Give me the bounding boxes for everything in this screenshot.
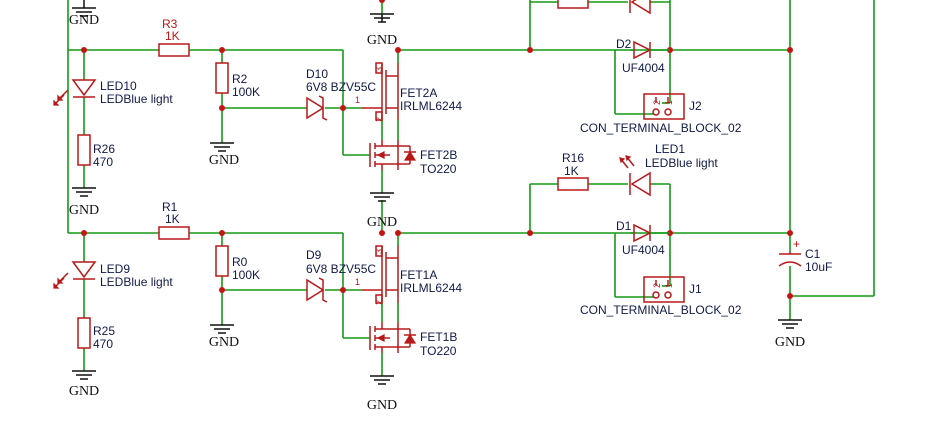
svg-text:6V8 BZV55C: 6V8 BZV55C bbox=[306, 80, 376, 94]
zener-d10[interactable]: D10 6V8 BZV55C bbox=[306, 67, 376, 121]
svg-text:FET2B: FET2B bbox=[420, 148, 457, 162]
resistor-r0[interactable]: R0 100K bbox=[215, 245, 260, 282]
svg-text:2: 2 bbox=[374, 117, 384, 122]
svg-text:CON_TERMINAL_BLOCK_02: CON_TERMINAL_BLOCK_02 bbox=[580, 121, 742, 135]
gnd-label-fet2b: GND bbox=[367, 215, 397, 230]
svg-text:470: 470 bbox=[93, 155, 113, 169]
diode-d2[interactable]: D2 UF4004 bbox=[615, 37, 670, 75]
led10[interactable]: LED10 LEDBlue light bbox=[53, 79, 173, 106]
gnd-label-led10: GND bbox=[69, 203, 99, 218]
svg-text:100K: 100K bbox=[232, 268, 260, 282]
svg-text:D9: D9 bbox=[306, 248, 322, 262]
gnd-label-fet1b: GND bbox=[367, 398, 397, 413]
mosfet-fet1a[interactable]: 1 3 2 FET1A IRLML6244 bbox=[355, 245, 462, 305]
gnd-label-top-left: GND bbox=[69, 13, 99, 28]
svg-text:IRLML6244: IRLML6244 bbox=[400, 99, 462, 113]
svg-text:FET1A: FET1A bbox=[400, 268, 437, 282]
gnd-label-r0: GND bbox=[209, 335, 239, 350]
svg-text:J2: J2 bbox=[689, 99, 702, 113]
svg-text:LEDBlue light: LEDBlue light bbox=[100, 275, 173, 289]
svg-text:D1: D1 bbox=[616, 219, 632, 233]
svg-text:10uF: 10uF bbox=[805, 260, 832, 274]
svg-text:R26: R26 bbox=[93, 142, 115, 156]
svg-text:6V8 BZV55C: 6V8 BZV55C bbox=[306, 262, 376, 276]
svg-text:FET2A: FET2A bbox=[400, 86, 437, 100]
ground-symbols: GND GND GND GND GND GND GND GND GND bbox=[69, 0, 805, 413]
capacitor-c1[interactable]: + C1 10uF bbox=[778, 237, 832, 274]
gnd-label-top-fet: GND bbox=[367, 33, 397, 48]
svg-text:+: + bbox=[793, 237, 800, 251]
resistor-r2[interactable]: R2 100K bbox=[215, 62, 260, 99]
svg-text:CON_TERMINAL_BLOCK_02: CON_TERMINAL_BLOCK_02 bbox=[580, 303, 742, 317]
svg-text:J1: J1 bbox=[689, 282, 702, 296]
resistor-r3[interactable]: R3 1K bbox=[158, 17, 190, 57]
svg-text:1: 1 bbox=[664, 283, 674, 288]
svg-text:1: 1 bbox=[664, 100, 674, 105]
svg-text:1: 1 bbox=[355, 277, 360, 287]
terminal-block-j2[interactable]: 2 1 J2 CON_TERMINAL_BLOCK_02 bbox=[580, 93, 742, 135]
gnd-label-led9: GND bbox=[69, 384, 99, 399]
gnd-label-r2: GND bbox=[209, 153, 239, 168]
resistor-r16[interactable]: R16 1K bbox=[557, 151, 589, 191]
svg-text:LED10: LED10 bbox=[100, 79, 137, 93]
svg-text:D10: D10 bbox=[306, 67, 328, 81]
svg-text:LED9: LED9 bbox=[100, 262, 130, 276]
svg-text:3: 3 bbox=[374, 249, 384, 254]
diode-d1[interactable]: D1 UF4004 bbox=[615, 219, 670, 257]
svg-text:R0: R0 bbox=[232, 255, 248, 269]
led9[interactable]: LED9 LEDBlue light bbox=[53, 261, 173, 289]
svg-text:LEDBlue light: LEDBlue light bbox=[100, 92, 173, 106]
svg-text:FET1B: FET1B bbox=[420, 330, 457, 344]
svg-text:R16: R16 bbox=[562, 151, 584, 165]
svg-text:100K: 100K bbox=[232, 85, 260, 99]
svg-text:1K: 1K bbox=[165, 212, 180, 226]
gnd-label-c1: GND bbox=[775, 335, 805, 350]
svg-text:R2: R2 bbox=[232, 72, 248, 86]
svg-text:UF4004: UF4004 bbox=[622, 61, 665, 75]
svg-text:R3: R3 bbox=[162, 17, 178, 31]
svg-text:2: 2 bbox=[652, 100, 662, 105]
svg-text:2: 2 bbox=[652, 283, 662, 288]
mosfet-fet2a[interactable]: 1 3 2 FET2A IRLML6244 bbox=[355, 62, 462, 122]
svg-text:LED1: LED1 bbox=[655, 142, 685, 156]
led-top-partial[interactable] bbox=[629, 0, 651, 15]
svg-text:1: 1 bbox=[355, 95, 360, 105]
svg-text:D2: D2 bbox=[616, 37, 632, 51]
svg-text:R25: R25 bbox=[93, 324, 115, 338]
terminal-block-j1[interactable]: 2 1 J1 CON_TERMINAL_BLOCK_02 bbox=[580, 276, 742, 317]
mosfet-fet2b[interactable]: FET2B TO220 bbox=[369, 140, 457, 176]
resistor-top-partial[interactable] bbox=[557, 0, 589, 9]
svg-text:TO220: TO220 bbox=[420, 162, 457, 176]
svg-text:C1: C1 bbox=[805, 247, 821, 261]
mosfet-fet1b[interactable]: FET1B TO220 bbox=[369, 322, 457, 358]
svg-text:1K: 1K bbox=[165, 29, 180, 43]
svg-text:1K: 1K bbox=[564, 164, 579, 178]
resistor-r26[interactable]: R26 470 bbox=[77, 134, 115, 169]
svg-text:470: 470 bbox=[93, 337, 113, 351]
svg-text:2: 2 bbox=[374, 300, 384, 305]
resistor-r25[interactable]: R25 470 bbox=[77, 317, 115, 351]
zener-d9[interactable]: D9 6V8 BZV55C bbox=[306, 248, 376, 303]
svg-text:3: 3 bbox=[374, 67, 384, 72]
svg-text:UF4004: UF4004 bbox=[622, 243, 665, 257]
junctions bbox=[81, 0, 793, 299]
resistor-r1[interactable]: R1 1K bbox=[158, 200, 190, 240]
led1[interactable]: LED1 LEDBlue light bbox=[619, 142, 718, 197]
svg-text:TO220: TO220 bbox=[420, 344, 457, 358]
svg-text:IRLML6244: IRLML6244 bbox=[400, 281, 462, 295]
svg-text:LEDBlue light: LEDBlue light bbox=[645, 156, 718, 170]
svg-text:R1: R1 bbox=[162, 200, 178, 214]
